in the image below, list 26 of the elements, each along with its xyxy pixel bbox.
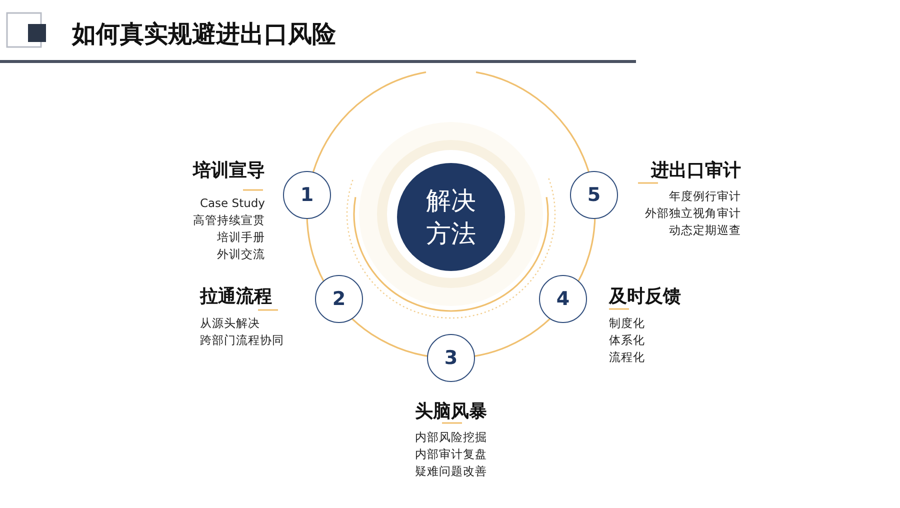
list-item: 制度化 [609, 316, 645, 330]
number-circle: 4 [539, 275, 587, 323]
list-item: Case Study [200, 196, 265, 210]
item-heading: 进出口审计 [651, 159, 741, 182]
list-item: 内部审计复盘 [414, 447, 488, 461]
item-heading: 培训宣导 [193, 159, 265, 182]
slide-title: 如何真实规避进出口风险 [72, 19, 336, 50]
list-item: 疑难问题改善 [414, 464, 488, 478]
list-item: 内部风险挖掘 [414, 430, 488, 444]
item-heading: 及时反馈 [609, 285, 681, 308]
list-item: 外训交流 [217, 247, 265, 261]
list-item: 动态定期巡查 [669, 223, 741, 237]
number-circle: 5 [570, 171, 618, 219]
item-heading: 拉通流程 [200, 285, 272, 308]
number-circle: 3 [427, 334, 475, 382]
list-item: 高管持续宣贯 [193, 213, 265, 227]
number-circle: 1 [283, 171, 331, 219]
list-item: 外部独立视角审计 [645, 206, 741, 220]
number-circle: 2 [315, 275, 363, 323]
list-item: 从源头解决 [200, 316, 260, 330]
list-item: 年度例行审计 [669, 189, 741, 203]
item-heading: 头脑风暴 [414, 400, 488, 423]
list-item: 培训手册 [217, 230, 265, 244]
list-item: 体系化 [609, 333, 645, 347]
list-item: 跨部门流程协同 [200, 333, 284, 347]
list-item: 流程化 [609, 350, 645, 364]
